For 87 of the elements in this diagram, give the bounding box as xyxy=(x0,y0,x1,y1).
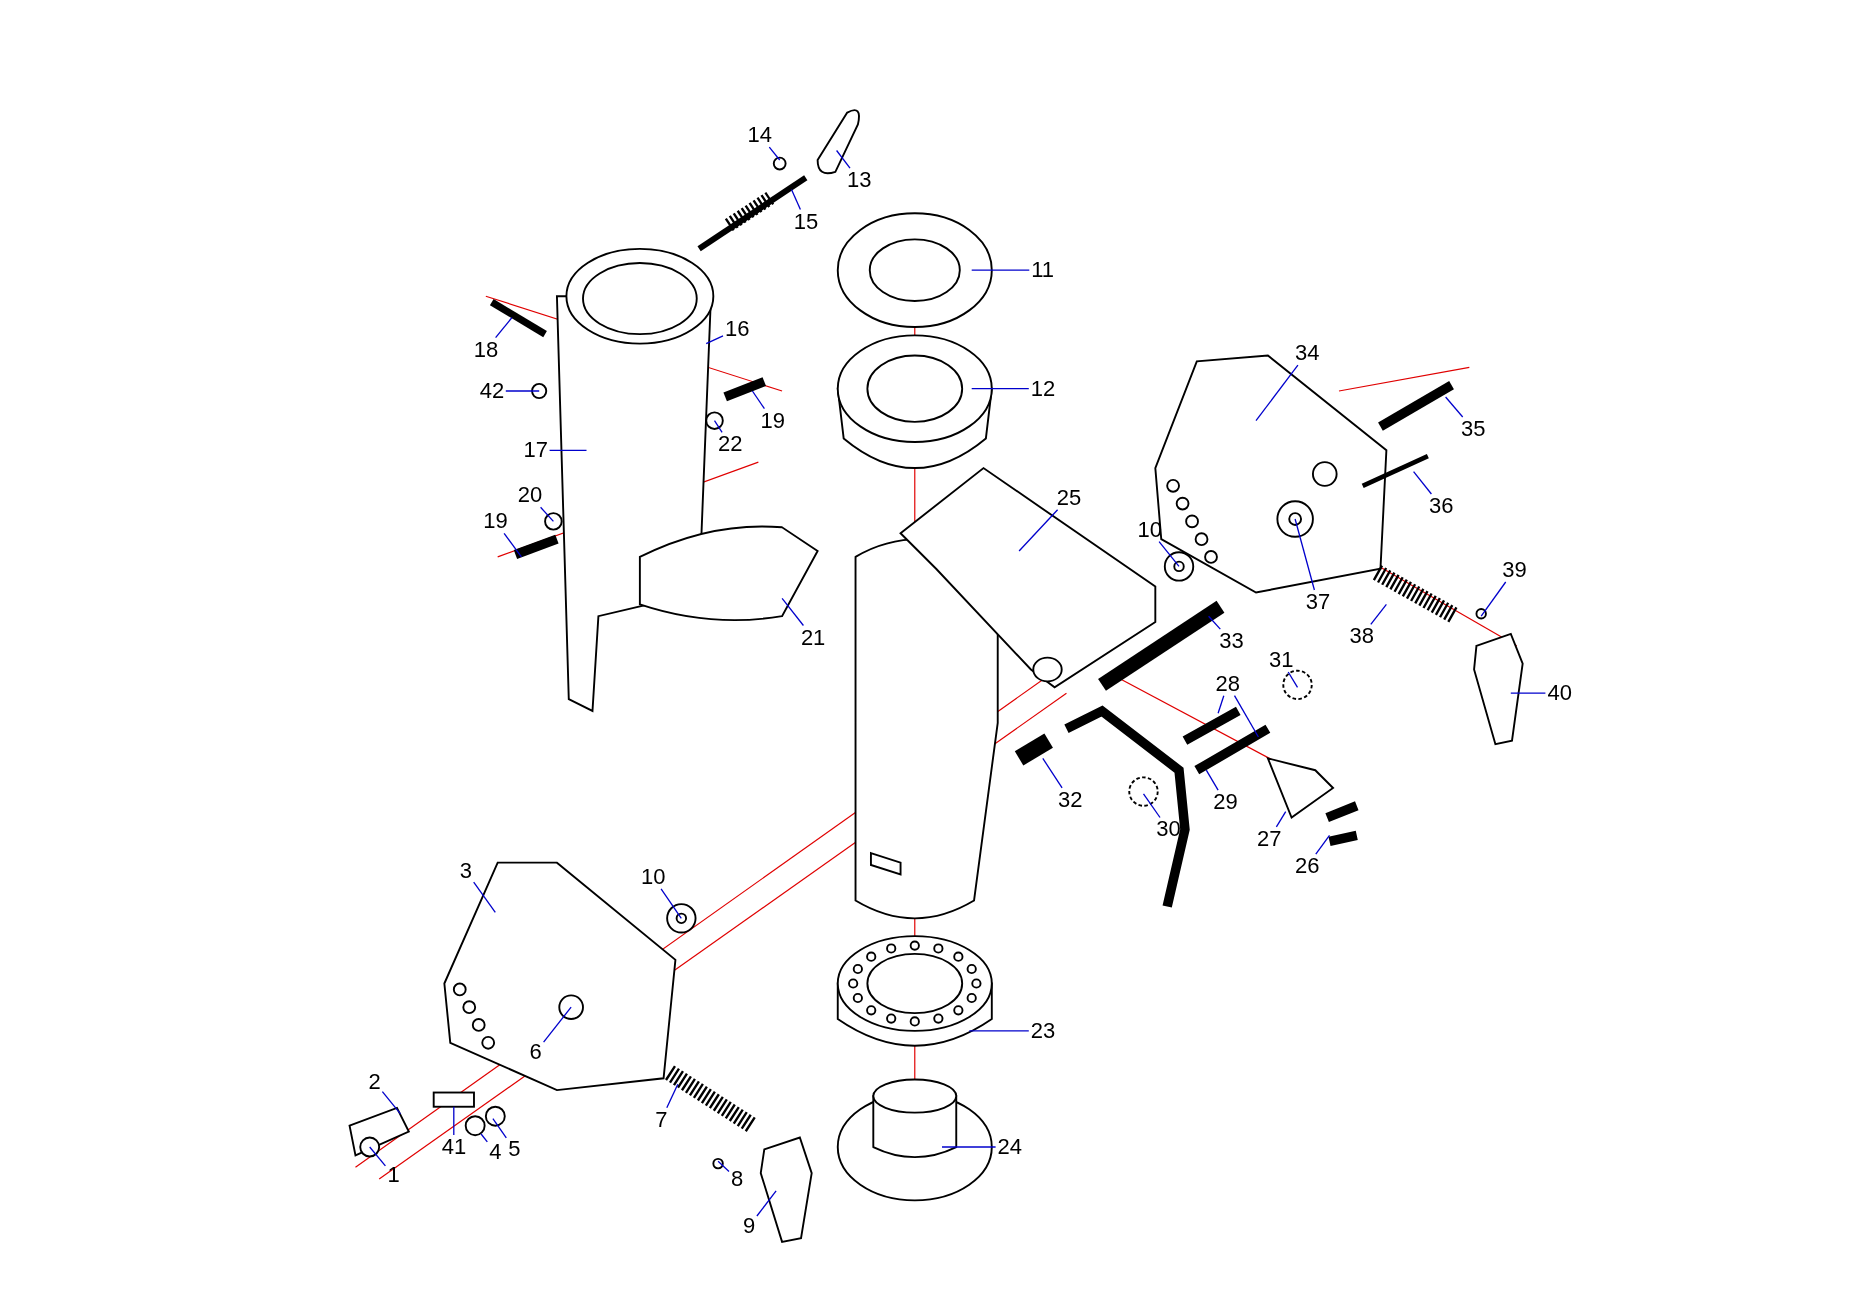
callout-number: 21 xyxy=(799,626,827,649)
callout-number: 17 xyxy=(522,439,550,462)
leader-line xyxy=(1207,615,1221,630)
callout-number: 33 xyxy=(1218,630,1245,653)
callout-number: 3 xyxy=(458,859,473,882)
callout-number: 6 xyxy=(528,1041,543,1064)
callout-number: 7 xyxy=(654,1108,669,1131)
leader-line xyxy=(548,449,588,451)
leader-line xyxy=(660,888,682,919)
callout-number: 10 xyxy=(639,865,667,888)
callout-number: 14 xyxy=(746,124,774,147)
callout-number: 8 xyxy=(730,1168,745,1190)
callout-number: 30 xyxy=(1155,818,1182,841)
leader-line xyxy=(1255,364,1299,422)
callout-number: 31 xyxy=(1267,649,1295,671)
leader-line xyxy=(971,388,1030,390)
callout-number: 23 xyxy=(1029,1019,1057,1042)
leader-line xyxy=(666,1083,679,1109)
leader-line xyxy=(968,1030,1030,1032)
leader-line xyxy=(1370,603,1388,625)
leader-line xyxy=(717,1160,730,1173)
leader-line xyxy=(756,1190,777,1217)
callout-number: 19 xyxy=(482,510,509,533)
callout-number: 2 xyxy=(367,1070,382,1093)
leader-line xyxy=(1205,769,1219,791)
callout-number: 37 xyxy=(1304,590,1332,613)
leader-line xyxy=(1042,757,1063,789)
leader-line xyxy=(542,1006,572,1043)
leader-line xyxy=(790,188,802,211)
leader-line xyxy=(1142,793,1161,819)
callout-number: 19 xyxy=(759,409,787,432)
leader-line xyxy=(1158,541,1180,568)
callout-number: 34 xyxy=(1294,342,1321,365)
callout-number: 18 xyxy=(472,338,500,361)
leader-line xyxy=(494,316,513,339)
leader-line xyxy=(1018,509,1059,552)
callout-number: 41 xyxy=(440,1136,468,1158)
callout-number: 5 xyxy=(507,1138,522,1161)
leader-line xyxy=(1275,811,1287,828)
callout-number: 12 xyxy=(1029,377,1057,400)
callout-number: 22 xyxy=(716,433,744,456)
leader-line xyxy=(705,335,724,345)
leader-line xyxy=(1287,671,1299,688)
callout-number: 40 xyxy=(1546,682,1573,705)
callout-number: 25 xyxy=(1055,486,1083,509)
callout-number: 16 xyxy=(724,318,751,341)
callout-number: 4 xyxy=(488,1140,503,1163)
leader-line xyxy=(480,1133,488,1143)
leader-line xyxy=(781,597,805,627)
leader-line xyxy=(369,1146,387,1167)
callout-number: 32 xyxy=(1057,788,1084,811)
callout-number: 24 xyxy=(996,1136,1024,1158)
leader-line xyxy=(492,1117,507,1139)
leader-line xyxy=(1217,695,1225,714)
callout-number: 28 xyxy=(1214,672,1242,695)
callout-number: 15 xyxy=(792,210,820,233)
leader-line xyxy=(505,390,540,392)
leader-line xyxy=(539,506,555,523)
leader-line xyxy=(473,881,496,914)
leader-line xyxy=(1510,692,1547,694)
callout-number: 35 xyxy=(1459,417,1487,440)
leader-line xyxy=(381,1091,402,1115)
leader-line xyxy=(1294,518,1316,591)
callout-number: 42 xyxy=(478,380,506,403)
callout-number: 26 xyxy=(1294,855,1321,878)
callout-number: 27 xyxy=(1256,827,1283,850)
callout-number: 20 xyxy=(516,484,544,507)
callout-number: 38 xyxy=(1348,625,1375,648)
callout-number: 1 xyxy=(386,1164,401,1187)
leader-line xyxy=(1480,581,1507,617)
leader-line xyxy=(751,390,766,410)
leader-line xyxy=(453,1106,455,1136)
leader-line xyxy=(1315,834,1331,855)
leader-line xyxy=(835,149,851,169)
leader-line xyxy=(971,269,1030,271)
leader-line xyxy=(1444,396,1464,418)
leader-line xyxy=(1233,695,1260,738)
callout-number: 9 xyxy=(741,1215,757,1238)
leader-line xyxy=(713,420,723,434)
callout-number: 36 xyxy=(1427,494,1455,517)
leader-line xyxy=(503,532,523,558)
callout-number: 11 xyxy=(1030,259,1056,282)
callout-number: 39 xyxy=(1501,558,1528,581)
callout-number: 29 xyxy=(1212,791,1239,814)
leader-line xyxy=(768,146,781,161)
callout-number: 13 xyxy=(846,169,873,192)
leader-line xyxy=(1412,470,1433,495)
